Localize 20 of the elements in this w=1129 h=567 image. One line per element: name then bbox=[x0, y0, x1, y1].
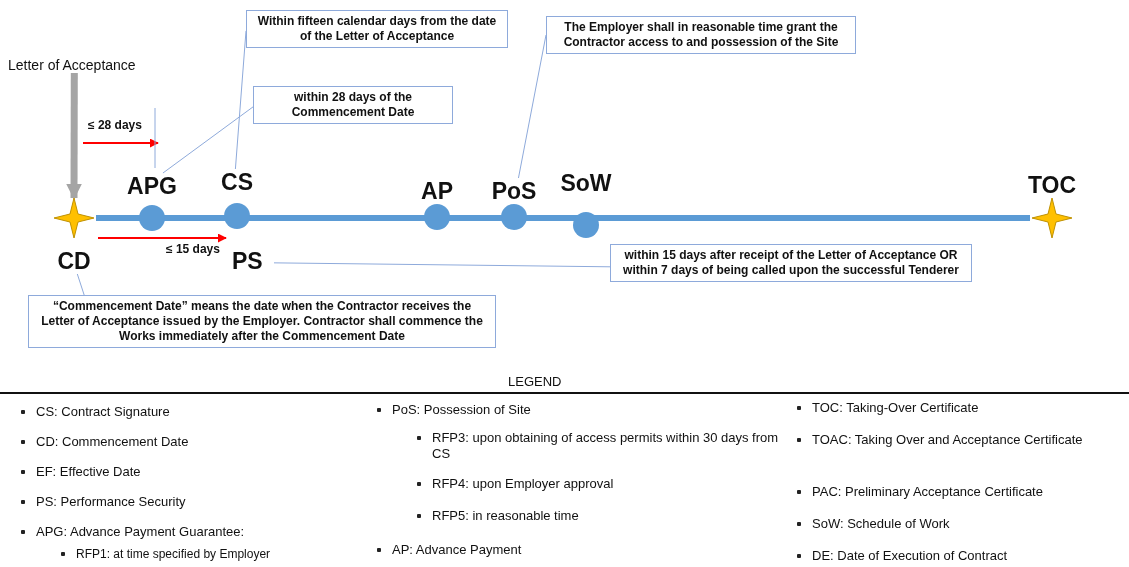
milestone-label: CD bbox=[57, 248, 91, 274]
milestone-label: CS bbox=[221, 169, 253, 195]
callout-box: within 15 days after receipt of the Letter of Acceptance OR within 7 days of being called upon the successful Tenderer bbox=[610, 244, 972, 282]
callout-box: The Employer shall in reasonable time grant the Contractor access to and possession of the Site bbox=[546, 16, 856, 54]
milestone-label: AP bbox=[421, 178, 453, 204]
leader-line bbox=[76, 273, 85, 296]
dimension-label: ≤ 28 days bbox=[88, 118, 142, 132]
milestone-label: PoS bbox=[491, 178, 537, 204]
callout-box: within 28 days of the Commencement Date bbox=[253, 86, 453, 124]
legend-heading: LEGEND bbox=[508, 374, 562, 389]
leader-line bbox=[162, 106, 254, 174]
milestone-label: SoW bbox=[560, 170, 612, 196]
callout-box: Within fifteen calendar days from the date of the Letter of Acceptance bbox=[246, 10, 508, 48]
milestone-label: TOC bbox=[1027, 172, 1077, 198]
dimension-label: ≤ 15 days bbox=[166, 242, 220, 256]
milestone-label: PS bbox=[232, 248, 274, 275]
leader-line bbox=[273, 262, 611, 268]
milestone-label: APG bbox=[127, 173, 177, 199]
callout-box: “Commencement Date” means the date when the Contractor receives the Letter of Acceptance issued by the Employer. Contractor shall commence the Works immediately after the Commencement Date bbox=[28, 295, 496, 348]
annotation-label: Letter of Acceptance bbox=[8, 57, 178, 73]
